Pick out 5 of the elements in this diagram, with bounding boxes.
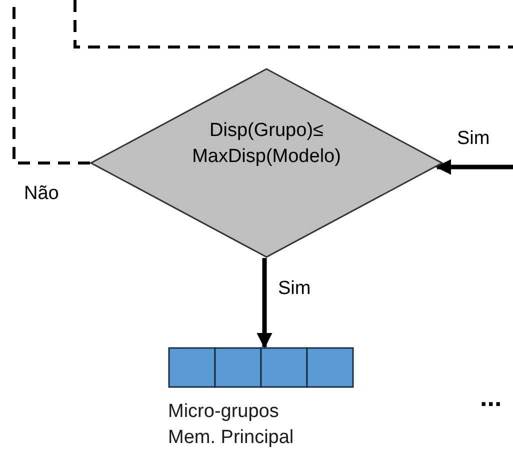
arrow: [435, 159, 513, 175]
decision-diamond: [90, 68, 443, 258]
condition-text: Disp(Grupo)≤ MaxDisp(Modelo): [191, 119, 342, 169]
arrow: [256, 258, 272, 349]
array-caption: Micro-grupos Mem. Principal: [168, 400, 295, 450]
